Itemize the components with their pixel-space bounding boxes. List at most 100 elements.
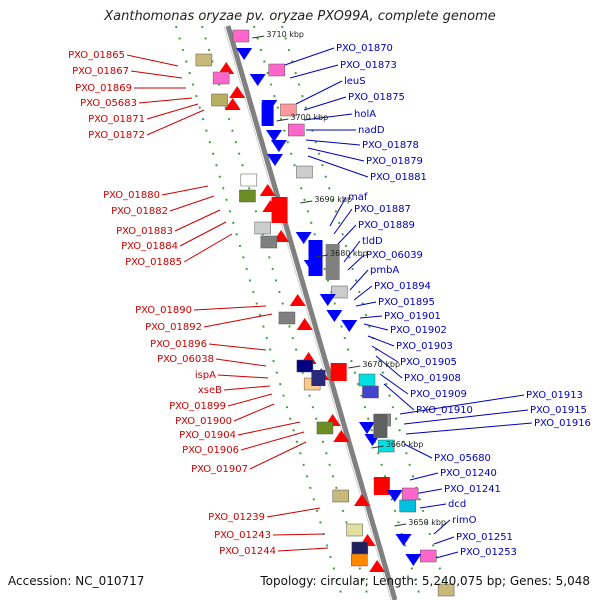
- left-gene-label: PXO_01906: [182, 445, 239, 456]
- right-gene-label: PXO_01909: [410, 389, 467, 400]
- left-gene-label: PXO_01865: [68, 50, 125, 61]
- right-leader-line: [289, 64, 339, 79]
- forward-gene-block: [212, 71, 230, 85]
- right-leader-line: [307, 147, 365, 162]
- forward-gene-arrow: [229, 86, 246, 98]
- right-gene-label: rimO: [452, 515, 477, 526]
- forward-gene-block: [351, 541, 369, 555]
- left-leader-line: [249, 441, 307, 470]
- right-gene-label: PXO_01879: [366, 156, 423, 167]
- right-gene-label: PXO_01875: [348, 92, 405, 103]
- right-gene-label: PXO_01251: [456, 532, 513, 543]
- left-gene-label: PXO_01899: [169, 401, 226, 412]
- right-leader-line: [353, 285, 373, 301]
- right-gene-label: PXO_01916: [534, 418, 591, 429]
- right-gene-label: PXO_01894: [374, 281, 431, 292]
- reverse-gene-block: [232, 29, 250, 43]
- left-gene-label: PXO_01244: [219, 546, 276, 557]
- reverse-gene-arrow: [249, 74, 266, 86]
- reverse-gene-block: [288, 123, 305, 137]
- right-leader-line: [383, 383, 415, 411]
- right-gene-label: PXO_01905: [400, 357, 457, 368]
- left-leader-line: [161, 185, 209, 196]
- right-gene-label: PXO_01902: [390, 325, 447, 336]
- forward-gene-arrow: [218, 62, 235, 74]
- left-leader-line: [240, 431, 305, 451]
- reverse-gene-arrow: [395, 534, 412, 546]
- right-gene-label: PXO_01889: [358, 220, 415, 231]
- left-leader-line: [138, 97, 193, 104]
- reverse-gene-arrow: [266, 130, 283, 142]
- left-gene-label: PXO_01872: [88, 130, 145, 141]
- forward-gene-block: [296, 359, 314, 373]
- right-gene-label: PXO_01881: [370, 172, 427, 183]
- forward-gene-arrow: [259, 184, 276, 196]
- reverse-gene-block: [399, 499, 416, 513]
- right-leader-line: [419, 503, 447, 509]
- right-gene-label: PXO_01913: [526, 390, 583, 401]
- right-leader-line: [403, 443, 433, 459]
- right-gene-label: PXO_01241: [444, 484, 501, 495]
- tick-label: 3670 kbp: [362, 360, 400, 369]
- left-gene-label: PXO_01882: [111, 206, 168, 217]
- right-gene-label: PXO_01887: [354, 204, 411, 215]
- tick-mark: [300, 200, 313, 204]
- right-gene-label: PXO_01870: [336, 43, 393, 54]
- reverse-gene-block: [268, 63, 286, 77]
- right-leader-line: [399, 394, 525, 415]
- forward-gene-block: [240, 173, 258, 187]
- left-gene-label: PXO_01907: [191, 464, 248, 475]
- right-leader-line: [343, 240, 361, 263]
- forward-gene-block: [211, 93, 228, 107]
- right-gene-label: PXO_01908: [404, 373, 461, 384]
- left-leader-line: [130, 70, 183, 79]
- right-gene-label: PXO_01895: [378, 297, 435, 308]
- left-gene-label: PXO_01867: [72, 66, 129, 77]
- left-leader-line: [272, 533, 325, 536]
- right-gene-label: pmbA: [370, 265, 399, 276]
- forward-gene-arrow: [296, 318, 313, 330]
- left-leader-line: [215, 358, 267, 367]
- right-gene-label: PXO_05680: [434, 453, 491, 464]
- right-leader-line: [307, 155, 369, 178]
- reverse-gene-block: [362, 385, 379, 399]
- forward-gene-block: [351, 553, 368, 567]
- left-gene-label: xseB: [198, 385, 222, 396]
- left-gene-label: PXO_01871: [88, 114, 145, 125]
- right-gene-label: nadD: [358, 125, 385, 136]
- reverse-gene-block: [377, 439, 395, 453]
- right-leader-line: [329, 196, 347, 227]
- right-gene-label: PXO_01878: [362, 140, 419, 151]
- forward-gene-block: [254, 221, 272, 235]
- right-leader-line: [349, 269, 369, 291]
- right-gene-label: PXO_01901: [384, 311, 441, 322]
- reverse-gene-arrow: [326, 310, 343, 322]
- right-leader-line: [367, 335, 395, 347]
- left-leader-line: [174, 209, 221, 232]
- left-gene-label: PXO_01243: [214, 530, 271, 541]
- right-leader-line: [359, 315, 383, 319]
- left-gene-label: PXO_01869: [75, 83, 132, 94]
- left-leader-line: [179, 221, 227, 247]
- left-gene-label: PXO_01885: [125, 257, 182, 268]
- reverse-gene-arrow: [386, 490, 403, 502]
- forward-gene-arrow: [353, 494, 370, 506]
- forward-gene-large-block: [311, 370, 326, 386]
- reverse-gene-block: [280, 103, 297, 117]
- tick-label: 3660 kbp: [386, 440, 424, 449]
- reverse-gene-block: [419, 549, 437, 563]
- forward-gene-block: [278, 311, 296, 325]
- left-gene-label: PXO_01883: [116, 226, 173, 237]
- left-leader-line: [169, 195, 215, 212]
- left-leader-line: [227, 393, 273, 407]
- left-leader-line: [266, 507, 321, 518]
- forward-gene-arrow: [333, 430, 350, 442]
- tick-label: 3680 kbp: [330, 249, 368, 258]
- left-gene-label: PXO_01239: [208, 512, 265, 523]
- forward-gene-block: [346, 523, 363, 537]
- right-gene-label: PXO_01903: [396, 341, 453, 352]
- right-gene-label: tldD: [362, 236, 383, 247]
- forward-gene-block: [195, 53, 213, 67]
- left-leader-line: [277, 547, 329, 552]
